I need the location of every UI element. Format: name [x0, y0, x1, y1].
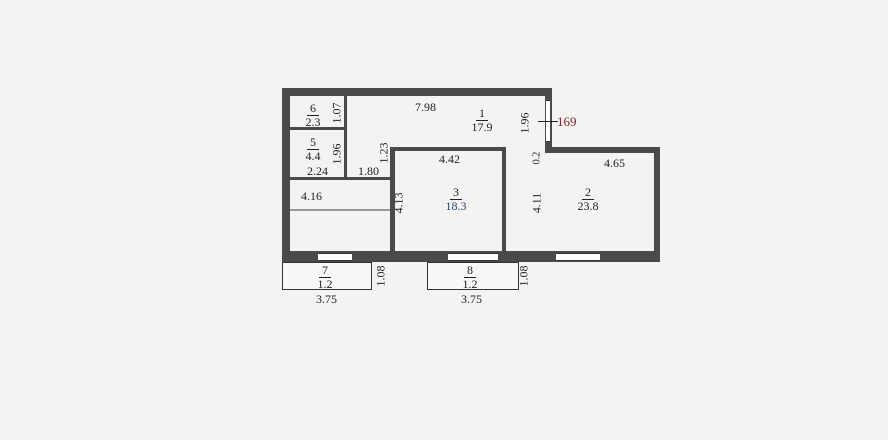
marker-line: [538, 121, 558, 122]
wall-room3-left: [390, 147, 395, 253]
wall-room3-top: [390, 147, 506, 151]
dim-room2-width: 4.65: [604, 156, 625, 170]
dim-balcony8-width: 3.75: [461, 292, 482, 306]
dim-room3-width: 4.42: [439, 152, 460, 166]
wall-left: [282, 88, 290, 262]
dim-corridor-width: 4.16: [301, 189, 322, 203]
balcony-8: [427, 262, 519, 290]
dim-room6-height: 1.07: [329, 102, 344, 124]
dim-room5-height: 1.96: [329, 143, 344, 165]
wall-5-bottom: [290, 177, 393, 180]
dim-hall-width: 1.80: [358, 164, 379, 178]
window: [448, 253, 498, 261]
dim-room2-height: 4.11: [529, 192, 544, 214]
wall-room2-left: [502, 147, 506, 253]
wall-bath: [290, 209, 390, 211]
dim-room3-height: 4.13: [391, 192, 406, 214]
wall-top: [282, 88, 552, 96]
dim-room1-height: 1.96: [517, 112, 532, 134]
window: [556, 253, 600, 261]
dim-hall-height: 1.23: [376, 142, 391, 164]
dim-balcony8-depth: 1.08: [516, 265, 531, 287]
window: [318, 253, 352, 261]
dim-top: 7.98: [415, 100, 436, 114]
wall-right: [654, 147, 660, 262]
dim-room5-width: 2.24: [307, 164, 328, 178]
wall-room2-top: [545, 147, 660, 153]
dim-balcony7-width: 3.75: [316, 292, 337, 306]
wall-5-right: [344, 96, 347, 179]
dim-step: 0.2: [531, 151, 543, 165]
marker-169: 169: [557, 114, 577, 129]
dim-balcony7-depth: 1.08: [373, 265, 388, 287]
balcony-7: [282, 262, 372, 290]
wall-6-5: [290, 127, 346, 130]
